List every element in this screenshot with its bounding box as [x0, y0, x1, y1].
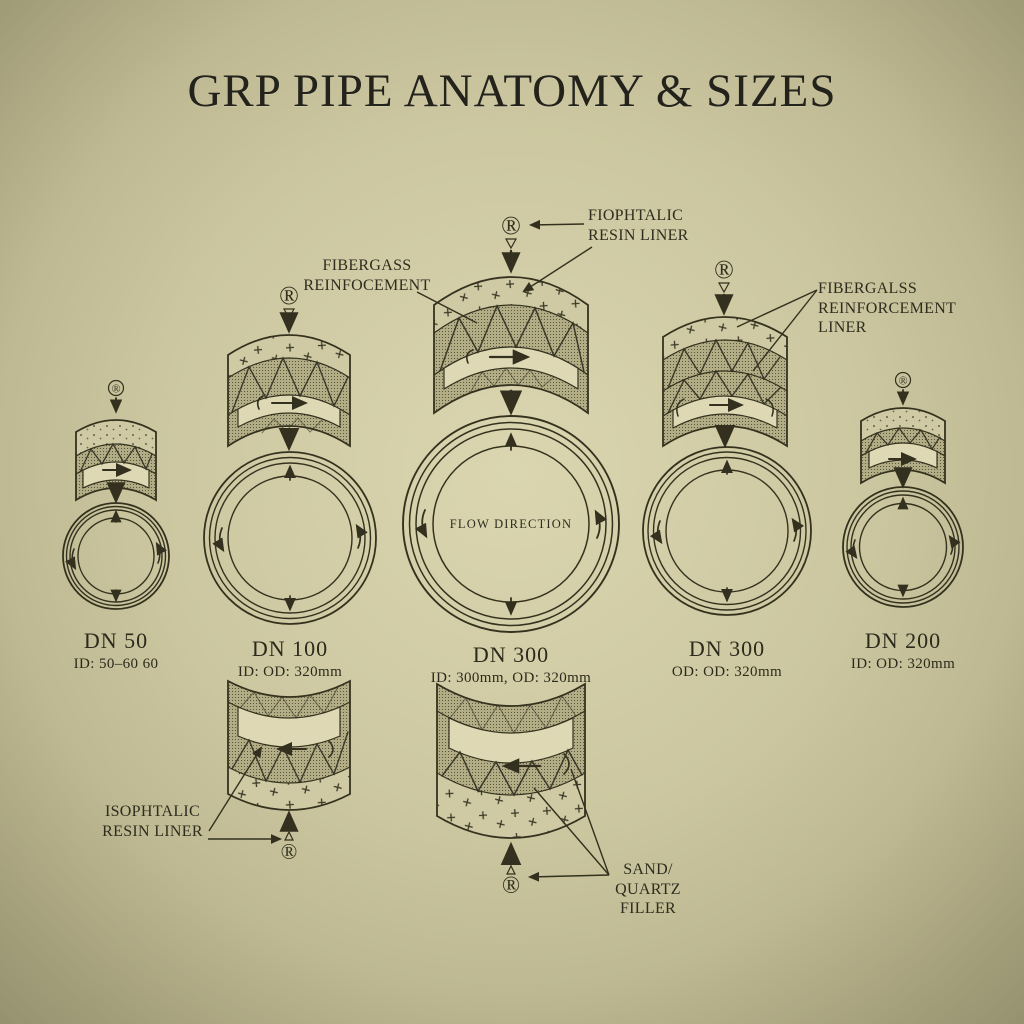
- wall-cutaway-segment: [860, 407, 946, 485]
- dimension-label: ID: 300mm, OD: 320mm: [430, 670, 592, 686]
- cross-section-rings: [62, 502, 170, 610]
- ccw-arrow-icon: [791, 517, 805, 542]
- triangle-pointer: [504, 238, 518, 250]
- ring-inner: [227, 475, 353, 601]
- registered-symbol: ®: [898, 374, 907, 388]
- registered-symbol: ®: [279, 281, 299, 310]
- callout-isophtalic-resin-liner: ISOPHTALIC RESIN LINER: [102, 803, 203, 840]
- ring-3: [69, 509, 163, 603]
- ring-3: [850, 494, 956, 600]
- size-label-dn50: DN 50 ID: 50–60 60: [36, 628, 196, 673]
- ring-inner: [858, 502, 948, 592]
- ccw-arrow-icon: [414, 509, 428, 539]
- ccw-arrow-icon: [845, 539, 858, 559]
- ring-2: [647, 451, 807, 611]
- direction-arrows: [845, 496, 961, 598]
- dimension-label: OD: OD: 320mm: [671, 664, 783, 680]
- callout-fiberglass-reinforcement: FIBERGASS REINFOCEMENT: [303, 257, 431, 294]
- ring-inner: [77, 517, 155, 595]
- dimension-label: ID: OD: 320mm: [850, 656, 956, 672]
- size-label-dn100: DN 100 ID: OD: 320mm: [210, 636, 370, 681]
- dimension-label: ID: OD: 320mm: [237, 664, 343, 680]
- ring-2: [208, 456, 372, 620]
- resin-marker: ®: [500, 841, 522, 899]
- ring-3: [652, 456, 802, 606]
- resin-marker: ®: [894, 371, 912, 406]
- dn-label: DN 300: [472, 642, 550, 667]
- ccw-arrow-icon: [649, 520, 663, 545]
- registered-symbol: ®: [111, 382, 120, 396]
- leader-resin-liner-to-marker: [528, 219, 585, 230]
- ccw-arrow-icon: [65, 548, 77, 571]
- flow-direction-label: FLOW DIRECTION: [449, 517, 573, 531]
- resin-marker: ®: [279, 810, 299, 864]
- dn-label: DN 300: [688, 636, 766, 661]
- triangle-pointer: [282, 308, 296, 320]
- ccw-arrow-icon: [155, 541, 167, 564]
- callout-sand-quartz-filler: SAND/ QUARTZ FILLER: [615, 861, 681, 918]
- size-label-dn300-center: DN 300 ID: 300mm, OD: 320mm: [411, 642, 611, 687]
- registered-symbol: ®: [501, 211, 521, 240]
- direction-arrows: [212, 464, 368, 612]
- leader-liner-right-1: [736, 289, 818, 328]
- pipe-dn100: ®: [203, 281, 377, 625]
- size-label-dn200: DN 200 ID: OD: 320mm: [823, 628, 983, 673]
- wall-cutaway-segment: [662, 316, 788, 448]
- direction-arrows: [649, 459, 805, 603]
- cross-section-rings: [203, 451, 377, 625]
- dimension-label: ID: 50–60 60: [73, 656, 159, 672]
- resin-marker: ®: [107, 379, 125, 414]
- direction-arrows: [65, 509, 167, 603]
- ccw-arrow-icon: [355, 523, 368, 549]
- ccw-arrow-icon: [594, 509, 608, 539]
- pipe-dn300-right: ®: [642, 255, 812, 616]
- pipe-dn200: ®: [842, 371, 964, 608]
- page-title: GRP PIPE ANATOMY & SIZES: [187, 65, 837, 117]
- callout-resin-liner-top: FIOPHTALIC RESIN LINER: [588, 207, 689, 244]
- resin-marker: ®: [714, 255, 734, 316]
- dn-label: DN 100: [251, 636, 329, 661]
- leader-resin-liner-to-layer: [522, 246, 593, 293]
- ccw-arrow-icon: [948, 535, 961, 555]
- dn-label: DN 50: [83, 628, 149, 653]
- dn-label: DN 200: [864, 628, 942, 653]
- cross-section-rings: [842, 486, 964, 608]
- ring-3: [214, 462, 366, 614]
- resin-marker: ®: [279, 281, 299, 334]
- cross-section-rings: [642, 446, 812, 616]
- callout-fiberglass-reinforcement-liner: FIBERGALSS REINFORCEMENT LINER: [818, 280, 957, 337]
- registered-symbol: ®: [714, 255, 734, 284]
- size-label-dn300-right: DN 300 OD: OD: 320mm: [647, 636, 807, 681]
- registered-symbol: ®: [502, 873, 520, 899]
- pipe-dn50: ®: [62, 379, 170, 610]
- registered-symbol: ®: [281, 839, 298, 864]
- resin-marker: ®: [501, 211, 521, 274]
- bottom-cutaway-center: ®: [436, 682, 586, 899]
- ring-inner: [665, 469, 789, 593]
- ccw-arrow-icon: [212, 527, 225, 553]
- triangle-pointer: [717, 282, 731, 294]
